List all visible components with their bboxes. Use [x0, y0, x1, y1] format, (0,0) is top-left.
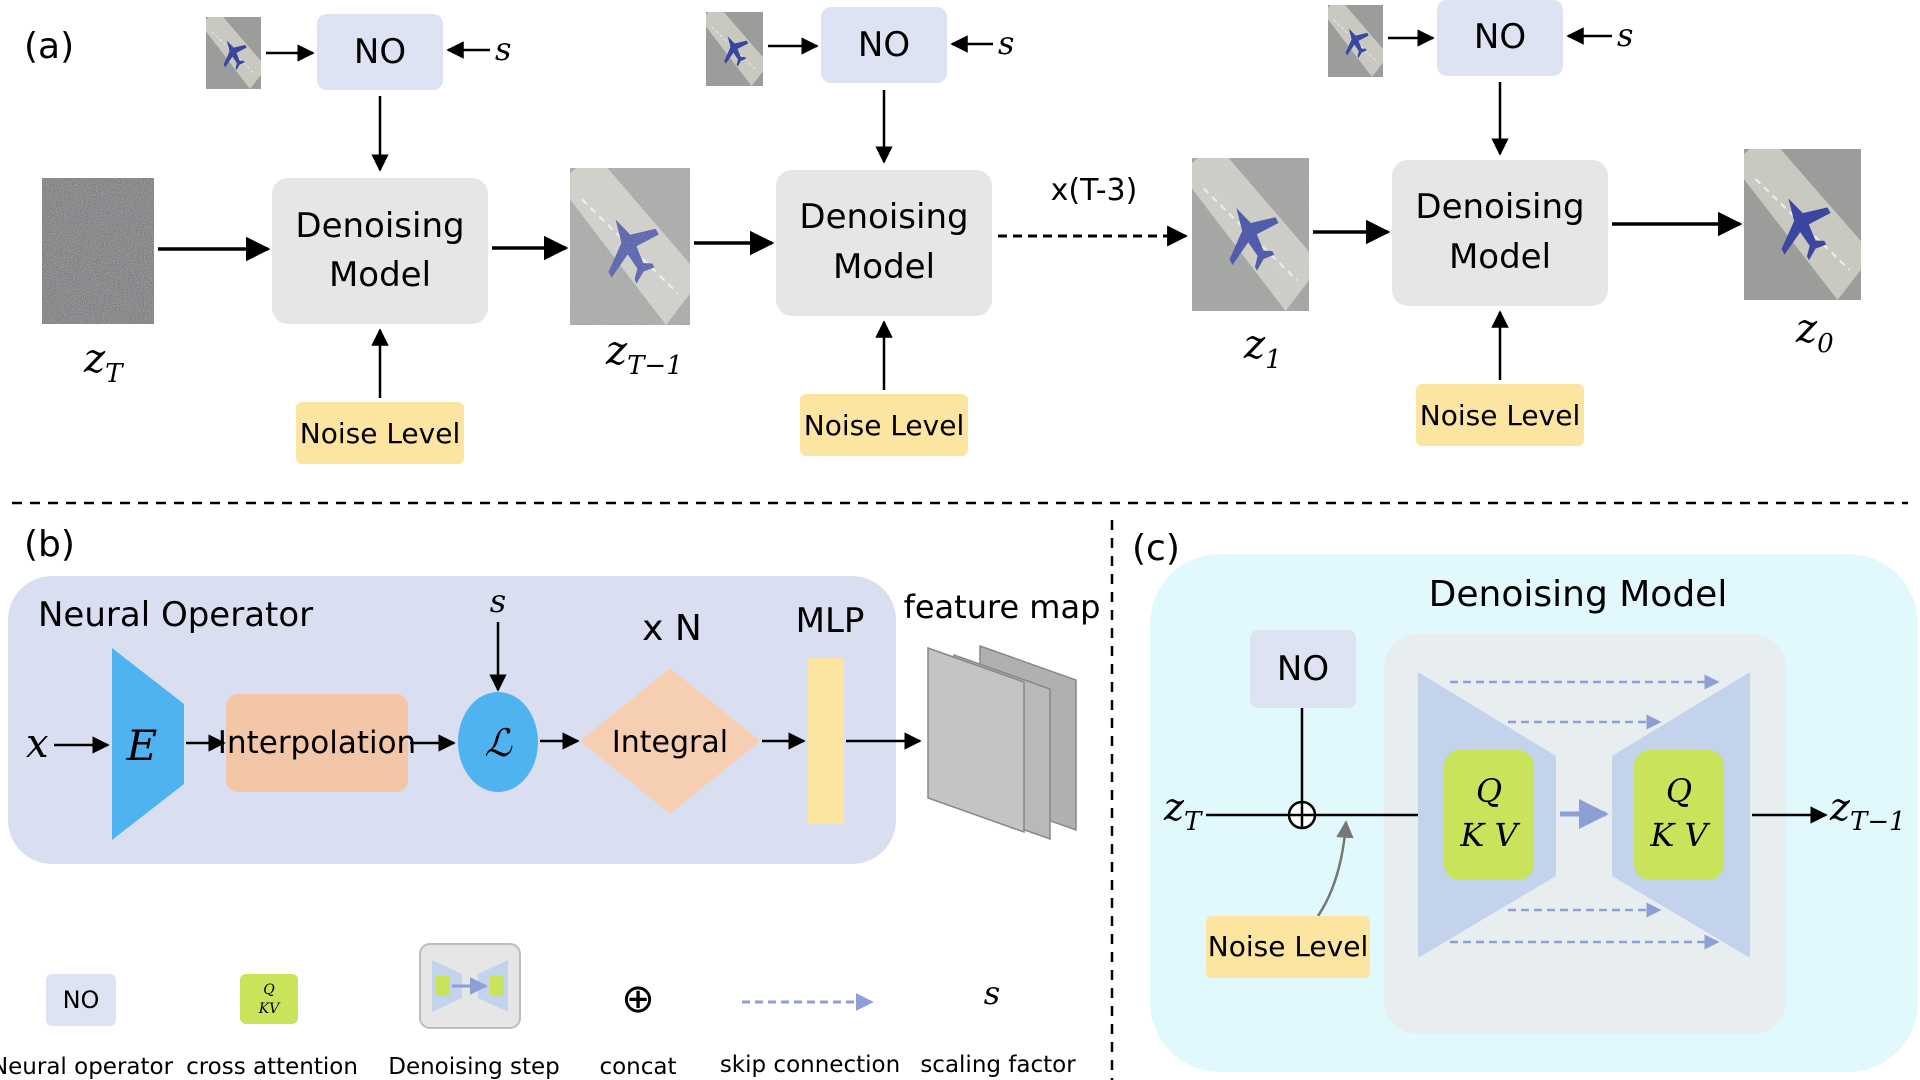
legend-scaling-factor-label: scaling factor — [920, 1052, 1076, 1078]
integral-label: Integral — [612, 725, 728, 760]
svg-text:Q: Q — [1666, 772, 1692, 810]
legend-cross-attention-label: cross attention — [186, 1054, 358, 1080]
s-label-3: s — [1617, 16, 1633, 54]
legend-no: NO Neural operator — [0, 974, 174, 1080]
z-label-T-1: zT−1 — [605, 328, 683, 381]
svg-text:K V: K V — [1649, 816, 1710, 854]
noise-level-c-label: Noise Level — [1208, 930, 1368, 963]
denoising-model-1-line1: Denoising — [295, 206, 464, 246]
cross-attention-block-2: Q K V — [1634, 750, 1724, 880]
repeat-n-label: x N — [642, 608, 702, 649]
svg-text:Q: Q — [263, 982, 275, 998]
legend-concat: ⊕ concat — [599, 976, 676, 1080]
s-label-1: s — [495, 30, 511, 68]
legend-skip-connection: skip connection — [720, 993, 900, 1078]
concat-circle — [1287, 800, 1317, 830]
svg-text:s: s — [984, 974, 1000, 1012]
output-image-z0 — [1732, 134, 1872, 300]
no-box-2: NO — [821, 7, 947, 83]
input-zT-label: zT — [1163, 785, 1203, 837]
no-box-2-label: NO — [858, 25, 910, 65]
denoising-model-2-line2: Model — [833, 247, 935, 287]
noise-level-box-2: Noise Level — [800, 394, 968, 456]
denoising-model-1-line2: Model — [329, 255, 431, 295]
feature-map-stack — [927, 644, 1077, 841]
mlp-label: MLP — [796, 601, 865, 641]
s-label-2: s — [998, 24, 1014, 62]
denoising-model-3: Denoising Model — [1392, 160, 1608, 306]
svg-text:K V: K V — [1459, 816, 1520, 854]
interpolation-box: Interpolation — [218, 694, 416, 792]
no-box-3-label: NO — [1474, 17, 1526, 57]
arrow-noise-to-concat — [1316, 820, 1354, 917]
cross-attention-block-1: Q K V — [1444, 750, 1534, 880]
z-label-1: z1 — [1243, 322, 1282, 375]
svg-text:NO: NO — [63, 986, 100, 1014]
noise-level-box-1: Noise Level — [296, 402, 464, 464]
latent-image-zT — [42, 178, 154, 324]
denoising-model-2: Denoising Model — [776, 170, 992, 316]
encoder-label: E — [126, 721, 158, 770]
feature-map-label: feature map — [904, 588, 1101, 626]
output-zT-1-label: zT−1 — [1829, 785, 1906, 837]
input-thumbnail-2 — [700, 5, 768, 86]
lifting-label: ℒ — [484, 721, 513, 765]
svg-text:Q: Q — [1476, 772, 1502, 810]
latent-image-zT-1 — [570, 168, 690, 325]
no-box-c-label: NO — [1277, 649, 1329, 689]
repeat-label: x(T-3) — [1051, 173, 1138, 208]
interpolation-label: Interpolation — [218, 725, 416, 761]
s-label-b: s — [490, 582, 506, 620]
no-box-3: NO — [1437, 0, 1563, 76]
noise-level-1-label: Noise Level — [300, 417, 460, 450]
no-box-1-label: NO — [354, 32, 406, 72]
panel-b-label: (b) — [24, 524, 75, 565]
panel-a-label: (a) — [24, 26, 74, 67]
noise-level-2-label: Noise Level — [804, 409, 964, 442]
mlp-bar — [808, 658, 844, 824]
panel-c-label: (c) — [1132, 528, 1180, 569]
concat-symbol: ⊕ — [621, 976, 655, 1022]
noise-level-box-c: Noise Level — [1206, 916, 1370, 978]
neural-operator-title: Neural Operator — [38, 595, 313, 635]
z-label-0: z0 — [1795, 306, 1834, 359]
denoising-model-3-line1: Denoising — [1415, 187, 1584, 227]
legend-denoising-step: Denoising step — [388, 943, 560, 1080]
input-thumbnail-3 — [1323, 0, 1389, 77]
legend: NO Neural operator Q KV cross attention … — [0, 943, 1076, 1080]
no-box-1: NO — [317, 14, 443, 90]
denoising-model-title: Denoising Model — [1429, 574, 1728, 615]
legend-cross-attention: Q KV cross attention — [186, 974, 358, 1080]
latent-image-z1 — [1192, 158, 1309, 311]
legend-no-label: Neural operator — [0, 1054, 174, 1080]
input-x-label: x — [26, 721, 49, 767]
integral-diamond: Integral — [580, 668, 760, 814]
denoising-model-2-line1: Denoising — [799, 197, 968, 237]
input-thumbnail-1 — [201, 10, 267, 89]
legend-scaling-factor: s scaling factor — [920, 974, 1076, 1078]
no-box-c: NO — [1250, 630, 1356, 708]
noise-level-3-label: Noise Level — [1420, 399, 1580, 432]
z-label-T: zT — [83, 336, 124, 389]
denoising-model-3-line2: Model — [1449, 237, 1551, 277]
denoising-model-1: Denoising Model — [272, 178, 488, 324]
svg-text:KV: KV — [258, 1001, 281, 1017]
legend-concat-label: concat — [599, 1054, 676, 1080]
encoder-trapezoid: E — [112, 648, 184, 840]
noise-level-box-3: Noise Level — [1416, 384, 1584, 446]
legend-skip-connection-label: skip connection — [720, 1052, 900, 1078]
legend-denoising-step-label: Denoising step — [388, 1054, 560, 1080]
lifting-operator-circle: ℒ — [458, 692, 538, 792]
